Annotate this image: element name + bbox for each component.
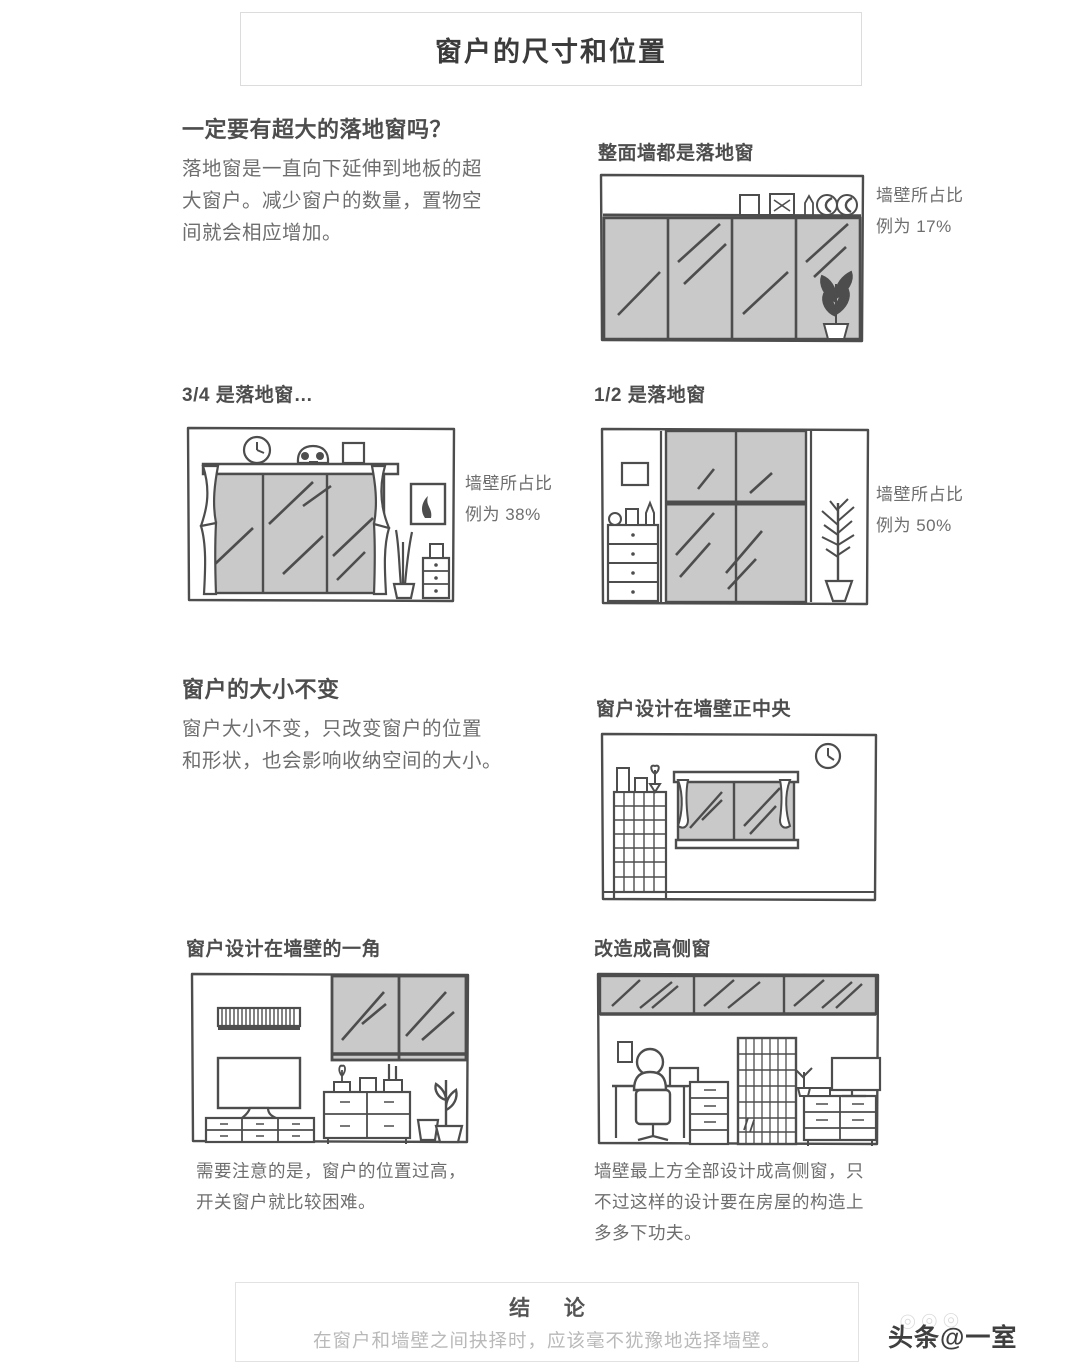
section-2-heading: 窗户的大小不变 (182, 677, 340, 702)
section-2-body-line-2: 和形状，也会影响收纳空间的大小。 (182, 750, 503, 772)
illustration-center-window (598, 730, 880, 904)
panel-clerestory-heading-wrap: 改造成高侧窗 (594, 934, 711, 961)
panel-center-heading-wrap: 窗户设计在墙壁正中央 (596, 694, 791, 721)
conclusion-title: 结 论 (509, 1296, 599, 1320)
illustration-clerestory-window (594, 970, 882, 1148)
panel-center-heading: 窗户设计在墙壁正中央 (596, 699, 792, 720)
caption-clerestory-line-2: 不过这样的设计要在房屋的构造上 (594, 1192, 864, 1212)
note-three-quarter-line-1: 墙壁所占比 (465, 474, 553, 493)
caption-corner-line-1: 需要注意的是，窗户的位置过高， (196, 1161, 466, 1181)
section-1-body-line-3: 间就会相应增加。 (182, 222, 343, 244)
note-full-wall-line-2: 例为 17% (876, 217, 952, 236)
panel-half-heading: 1/2 是落地窗 (594, 385, 706, 406)
panel-corner-heading-wrap: 窗户设计在墙壁的一角 (186, 934, 381, 961)
note-full-wall-ratio: 墙壁所占比 例为 17% (876, 180, 996, 242)
illustration-half-window (598, 425, 870, 607)
panel-half-heading-wrap: 1/2 是落地窗 (594, 380, 706, 407)
page-title-box: 窗户的尺寸和位置 (240, 12, 862, 86)
caption-clerestory-line-3: 多多下功夫。 (594, 1223, 702, 1243)
panel-full-wall-heading-wrap: 整面墙都是落地窗 (598, 138, 754, 165)
note-three-quarter-line-2: 例为 38% (465, 505, 541, 524)
panel-three-quarter-heading: 3/4 是落地窗… (182, 385, 314, 406)
caption-clerestory-line-1: 墙壁最上方全部设计成高侧窗，只 (594, 1161, 864, 1181)
caption-corner-line-2: 开关窗户就比较困难。 (196, 1192, 376, 1212)
panel-full-wall-heading: 整面墙都是落地窗 (598, 143, 755, 164)
panel-clerestory-heading: 改造成高侧窗 (594, 939, 712, 960)
watermark: 头条@一室 (888, 1324, 1018, 1352)
section-1-text: 一定要有超大的落地窗吗？ 落地窗是一直向下延伸到地板的超 大窗户。减少窗户的数量… (182, 112, 562, 249)
illustration-corner-window (188, 970, 472, 1146)
panel-three-quarter-heading-wrap: 3/4 是落地窗… (182, 380, 313, 407)
note-half-ratio: 墙壁所占比 例为 50% (876, 479, 996, 541)
section-1-body-line-1: 落地窗是一直向下延伸到地板的超 (182, 158, 483, 180)
panel-corner-heading: 窗户设计在墙壁的一角 (186, 939, 382, 960)
caption-clerestory: 墙壁最上方全部设计成高侧窗，只 不过这样的设计要在房屋的构造上 多多下功夫。 (594, 1156, 984, 1249)
note-three-quarter-ratio: 墙壁所占比 例为 38% (465, 468, 585, 530)
note-half-line-2: 例为 50% (876, 516, 952, 535)
conclusion-box: 结 论 在窗户和墙壁之间抉择时，应该毫不犹豫地选择墙壁。 (235, 1282, 859, 1362)
illustration-full-wall-window (598, 172, 866, 344)
conclusion-text: 在窗户和墙壁之间抉择时，应该毫不犹豫地选择墙壁。 (312, 1329, 781, 1351)
section-2-text: 窗户的大小不变 窗户大小不变，只改变窗户的位置 和形状，也会影响收纳空间的大小。 (182, 672, 562, 777)
note-half-line-1: 墙壁所占比 (876, 485, 964, 504)
section-1-body-line-2: 大窗户。减少窗户的数量，置物空 (182, 190, 483, 212)
section-2-body-line-1: 窗户大小不变，只改变窗户的位置 (182, 718, 483, 740)
caption-corner: 需要注意的是，窗户的位置过高， 开关窗户就比较困难。 (196, 1156, 576, 1218)
page-title: 窗户的尺寸和位置 (435, 36, 667, 67)
illustration-three-quarter-window (185, 424, 457, 604)
section-1-heading: 一定要有超大的落地窗吗？ (182, 117, 453, 142)
note-full-wall-line-1: 墙壁所占比 (876, 186, 964, 205)
